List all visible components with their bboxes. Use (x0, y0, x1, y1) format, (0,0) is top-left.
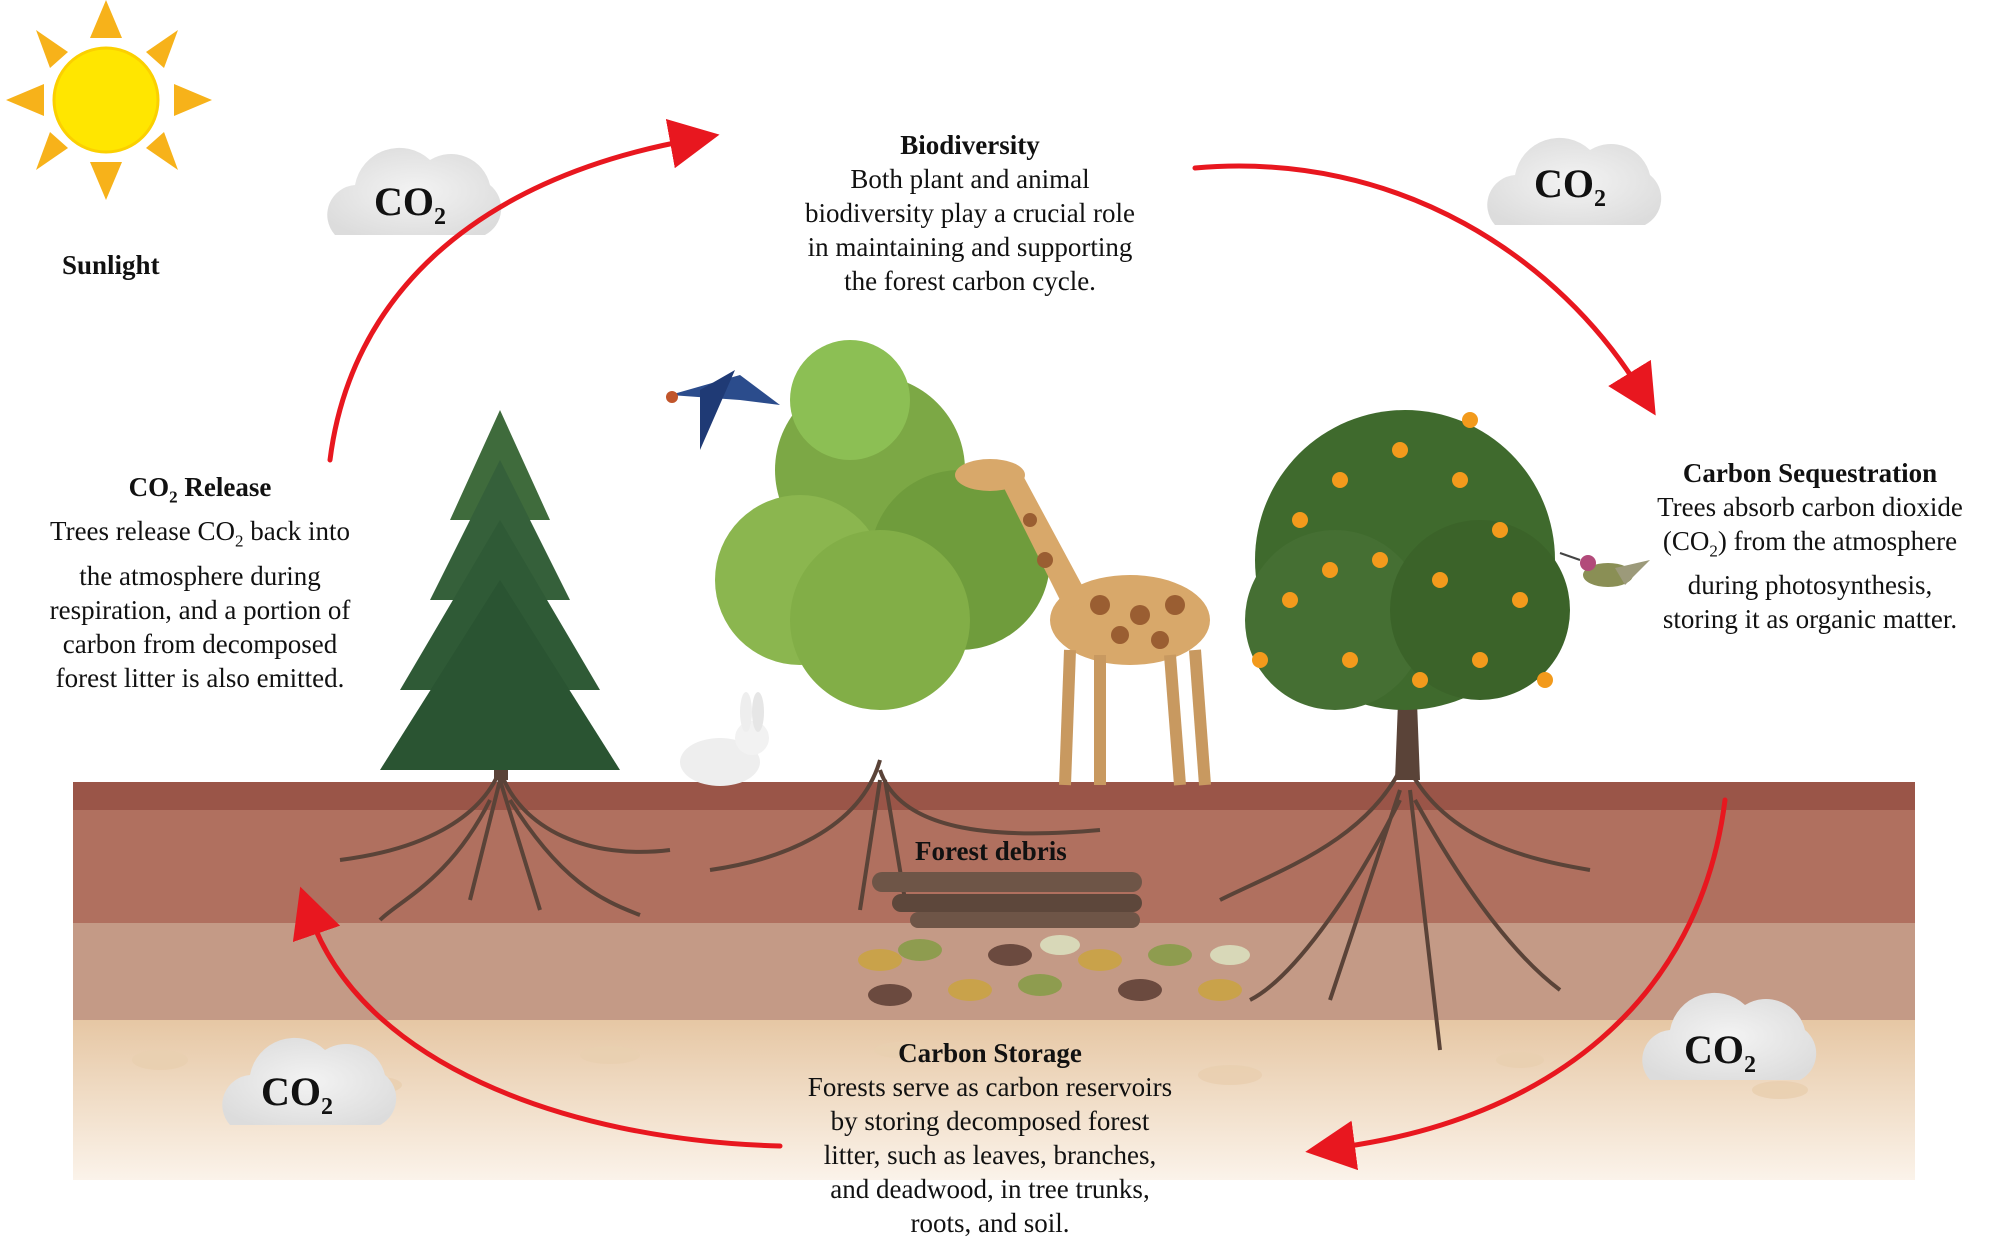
co2-cloud-shapes (222, 137, 1817, 1125)
biodiversity-title: Biodiversity (900, 130, 1040, 160)
carbon-storage-line: litter, such as leaves, branches, (823, 1140, 1157, 1170)
cycle-arrows (292, 118, 1728, 1171)
co2-main-text: CO (1534, 161, 1594, 206)
forest-debris-label: Forest debris (915, 836, 1067, 866)
co2-release-line1-sub: 2 (234, 531, 244, 551)
co2-release-line: respiration, and a portion of (49, 594, 351, 625)
co2-sub-text: 2 (434, 204, 446, 230)
biodiversity-line: Both plant and animal (850, 164, 1090, 194)
giraffe (955, 459, 1211, 786)
co2-cloud-label: CO2 (1510, 160, 1630, 213)
biodiversity-text-block: Biodiversity Both plant and animal biodi… (740, 128, 1200, 298)
carbon-sequestration-text-block: Carbon Sequestration Trees absorb carbon… (1620, 456, 2000, 636)
co2-cloud-label: CO2 (1660, 1026, 1780, 1079)
arrow-storage-to-release (292, 886, 783, 1149)
rabbit (680, 692, 769, 786)
carbon-storage-line: Forests serve as carbon reservoirs (807, 1072, 1173, 1102)
carbon-storage-line: by storing decomposed forest (830, 1106, 1150, 1136)
sunlight-label: Sunlight (62, 250, 160, 280)
soil-layers (73, 782, 1915, 1180)
co2-release-line: forest litter is also emitted. (55, 662, 345, 693)
carbon-sequestration-line: (CO2) from the atmosphere (1620, 524, 2000, 568)
carbon-sequestration-line2-prefix: (CO (1662, 526, 1710, 556)
arrow-release-to-biodiversity (327, 118, 720, 463)
co2-main-text: CO (374, 179, 434, 224)
carbon-sequestration-line2-suffix: ) from the atmosphere (1717, 526, 1958, 556)
co2-cloud-label: CO2 (350, 178, 470, 231)
forest-debris-logs (872, 872, 1142, 928)
co2-release-title-prefix: CO (128, 472, 170, 502)
co2-release-line: Trees release CO2 back into (10, 514, 390, 558)
carbon-storage-line: and deadwood, in tree trunks, (830, 1174, 1150, 1204)
swallow-bird (666, 370, 780, 450)
carbon-storage-text-block: Carbon Storage Forests serve as carbon r… (770, 1036, 1210, 1240)
carbon-sequestration-line: during photosynthesis, (1687, 570, 1933, 601)
carbon-sequestration-line2-sub: 2 (1709, 541, 1718, 561)
pine-tree (380, 410, 620, 780)
co2-release-line1-prefix: Trees release CO (50, 516, 235, 547)
co2-release-line: carbon from decomposed (62, 628, 338, 659)
co2-main-text: CO (1684, 1027, 1744, 1072)
arrow-sequestration-to-storage (1305, 797, 1728, 1171)
co2-main-text: CO (261, 1069, 321, 1114)
co2-cloud-label: CO2 (237, 1068, 357, 1121)
co2-release-line: the atmosphere during (79, 560, 321, 591)
carbon-storage-line: roots, and soil. (910, 1208, 1070, 1238)
co2-sub-text: 2 (1594, 186, 1606, 212)
tree-roots (339, 759, 1591, 1051)
biodiversity-line: the forest carbon cycle. (844, 266, 1096, 296)
leaf-litter (858, 935, 1250, 1006)
orange-tree (1245, 410, 1570, 780)
biodiversity-line: in maintaining and supporting (807, 232, 1133, 262)
carbon-sequestration-line: storing it as organic matter. (1662, 604, 1958, 635)
co2-sub-text: 2 (321, 1094, 333, 1120)
arrow-biodiversity-to-sequestration (1192, 163, 1656, 416)
co2-release-text-block: CO2 Release Trees release CO2 back into … (10, 470, 390, 695)
carbon-storage-title: Carbon Storage (898, 1038, 1082, 1068)
co2-release-title-sub: 2 (169, 487, 178, 507)
biodiversity-line: biodiversity play a crucial role (805, 198, 1135, 228)
co2-sub-text: 2 (1744, 1052, 1756, 1078)
sun-icon (6, 0, 212, 200)
carbon-sequestration-line: Trees absorb carbon dioxide (1657, 492, 1963, 522)
hummingbird (1559, 552, 1650, 587)
carbon-sequestration-title: Carbon Sequestration (1682, 458, 1938, 488)
broadleaf-tree (715, 340, 1050, 710)
co2-release-title: CO2 Release (10, 470, 390, 514)
co2-release-line1-suffix: back into (243, 516, 350, 547)
co2-release-title-suffix: Release (177, 472, 272, 502)
